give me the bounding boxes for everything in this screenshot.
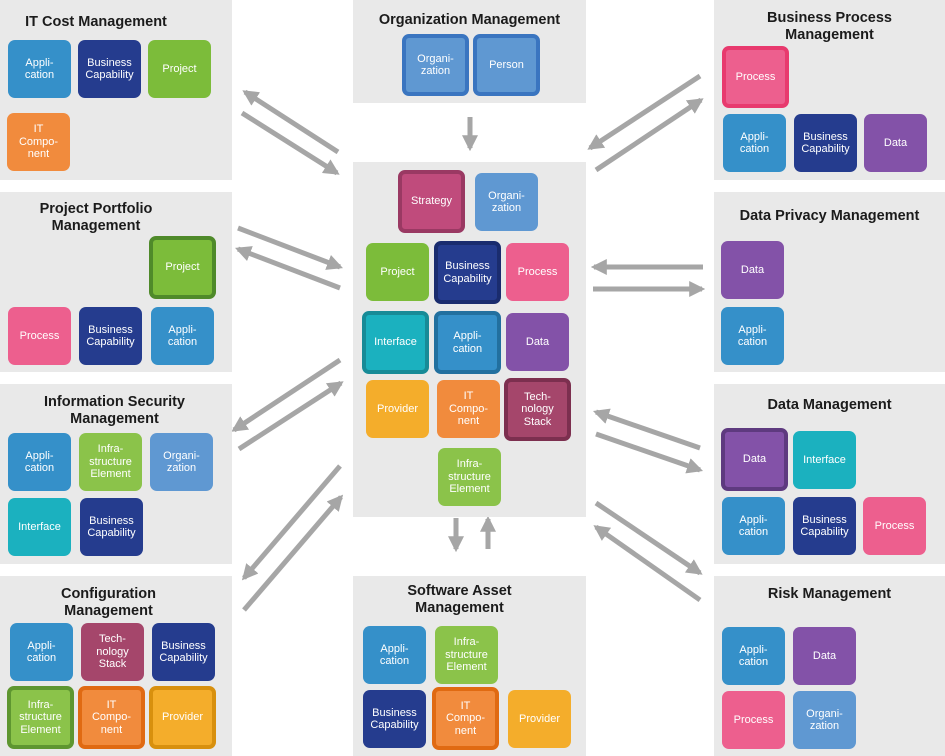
process-tile[interactable]: Process bbox=[8, 307, 71, 365]
organization-tile[interactable]: Organi- zation bbox=[475, 173, 538, 231]
organization-management-panel: Organization Management Organi- zation P… bbox=[353, 0, 586, 103]
interface-tile[interactable]: Interface bbox=[362, 311, 429, 374]
business-process-management-panel: Business Process Management Process Appl… bbox=[714, 0, 945, 180]
process-tile[interactable]: Process bbox=[863, 497, 926, 555]
data-management-panel: Data Management Data Interface Appli- ca… bbox=[714, 384, 945, 564]
arrow-itcost-to-center bbox=[240, 110, 340, 176]
application-tile[interactable]: Appli- cation bbox=[721, 307, 784, 365]
application-tile[interactable]: Appli- cation bbox=[722, 497, 785, 555]
business-capability-tile[interactable]: Business Capability bbox=[434, 241, 501, 304]
arrow-cm-to-center bbox=[242, 494, 344, 612]
application-tile[interactable]: Appli- cation bbox=[363, 626, 426, 684]
arrow-center-to-ism bbox=[231, 357, 342, 433]
technology-stack-tile[interactable]: Tech- nology Stack bbox=[81, 623, 144, 681]
data-tile[interactable]: Data bbox=[721, 241, 784, 299]
arrow-dm-to-center bbox=[592, 408, 701, 451]
panel-title: Risk Management bbox=[767, 586, 892, 602]
arrow-ppm-to-center bbox=[237, 225, 343, 270]
person-tile[interactable]: Person bbox=[473, 34, 540, 96]
process-tile[interactable]: Process bbox=[722, 691, 785, 749]
arrow-center-to-itcost bbox=[242, 89, 340, 155]
arrow-ism-to-center bbox=[237, 380, 344, 452]
business-capability-tile[interactable]: Business Capability bbox=[80, 498, 143, 556]
panel-title: Business Process Management bbox=[767, 10, 892, 43]
application-tile[interactable]: Appli- cation bbox=[10, 623, 73, 681]
application-tile[interactable]: Appli- cation bbox=[722, 627, 785, 685]
panel-title: Data Privacy Management bbox=[739, 208, 920, 224]
arrow-bpm-to-center bbox=[587, 73, 702, 151]
application-tile[interactable]: Appli- cation bbox=[8, 40, 71, 98]
infrastructure-element-tile[interactable]: Infra- structure Element bbox=[79, 433, 142, 491]
infrastructure-element-tile[interactable]: Infra- structure Element bbox=[438, 448, 501, 506]
application-tile[interactable]: Appli- cation bbox=[151, 307, 214, 365]
data-tile[interactable]: Data bbox=[864, 114, 927, 172]
application-tile[interactable]: Appli- cation bbox=[723, 114, 786, 172]
arrow-center-to-bpm bbox=[594, 97, 704, 173]
application-tile[interactable]: Appli- cation bbox=[8, 433, 71, 491]
it-component-tile[interactable]: IT Compo- nent bbox=[7, 113, 70, 171]
infrastructure-element-tile[interactable]: Infra- structure Element bbox=[435, 626, 498, 684]
data-tile[interactable]: Data bbox=[506, 313, 569, 371]
data-tile[interactable]: Data bbox=[721, 428, 788, 491]
organization-tile[interactable]: Organi- zation bbox=[402, 34, 469, 96]
configuration-management-panel: Configuration Management Appli- cation T… bbox=[0, 576, 232, 756]
interface-tile[interactable]: Interface bbox=[793, 431, 856, 489]
it-component-tile[interactable]: IT Compo- nent bbox=[78, 686, 145, 749]
organization-tile[interactable]: Organi- zation bbox=[150, 433, 213, 491]
process-tile[interactable]: Process bbox=[722, 46, 789, 108]
business-capability-tile[interactable]: Business Capability bbox=[793, 497, 856, 555]
it-component-tile[interactable]: IT Compo- nent bbox=[432, 687, 499, 750]
panel-title: Configuration Management bbox=[60, 586, 157, 619]
panel-title: Information Security Management bbox=[44, 394, 185, 427]
arrow-center-to-cm bbox=[241, 464, 342, 581]
business-capability-tile[interactable]: Business Capability bbox=[794, 114, 857, 172]
provider-tile[interactable]: Provider bbox=[508, 690, 571, 748]
project-tile[interactable]: Project bbox=[366, 243, 429, 301]
risk-management-panel: Risk Management Appli- cation Data Proce… bbox=[714, 576, 945, 756]
data-tile[interactable]: Data bbox=[793, 627, 856, 685]
it-cost-management-panel: IT Cost Management Appli- cation Busines… bbox=[0, 0, 232, 180]
business-capability-tile[interactable]: Business Capability bbox=[78, 40, 141, 98]
information-security-management-panel: Information Security Management Appli- c… bbox=[0, 384, 232, 564]
arrow-risk-to-center bbox=[593, 524, 702, 603]
it-component-tile[interactable]: IT Compo- nent bbox=[437, 380, 500, 438]
panel-title: Organization Management bbox=[378, 12, 561, 28]
business-capability-tile[interactable]: Business Capability bbox=[363, 690, 426, 748]
application-tile[interactable]: Appli- cation bbox=[434, 311, 501, 374]
infrastructure-element-tile[interactable]: Infra- structure Element bbox=[7, 686, 74, 749]
data-privacy-management-panel: Data Privacy Management Data Appli- cati… bbox=[714, 192, 945, 372]
panel-title: Project Portfolio Management bbox=[39, 201, 153, 234]
interface-tile[interactable]: Interface bbox=[8, 498, 71, 556]
project-portfolio-management-panel: Project Portfolio Management Project Pro… bbox=[0, 192, 232, 372]
arrow-center-to-dm bbox=[595, 431, 704, 474]
panel-title: Data Management bbox=[767, 397, 892, 413]
process-tile[interactable]: Process bbox=[506, 243, 569, 301]
business-capability-tile[interactable]: Business Capability bbox=[79, 307, 142, 365]
provider-tile[interactable]: Provider bbox=[366, 380, 429, 438]
provider-tile[interactable]: Provider bbox=[149, 686, 216, 749]
organization-tile[interactable]: Organi- zation bbox=[793, 691, 856, 749]
business-capability-tile[interactable]: Business Capability bbox=[152, 623, 215, 681]
arrow-center-to-risk bbox=[594, 500, 703, 576]
panel-title: Software Asset Management bbox=[407, 583, 512, 616]
central-repository-panel: Strategy Organi- zation Project Business… bbox=[353, 162, 586, 517]
panel-title: IT Cost Management bbox=[25, 14, 167, 30]
technology-stack-tile[interactable]: Tech- nology Stack bbox=[504, 378, 571, 441]
project-tile[interactable]: Project bbox=[149, 236, 216, 299]
software-asset-management-panel: Software Asset Management Appli- cation … bbox=[353, 576, 586, 756]
project-tile[interactable]: Project bbox=[148, 40, 211, 98]
strategy-tile[interactable]: Strategy bbox=[398, 170, 465, 233]
arrow-center-to-ppm bbox=[235, 246, 341, 291]
